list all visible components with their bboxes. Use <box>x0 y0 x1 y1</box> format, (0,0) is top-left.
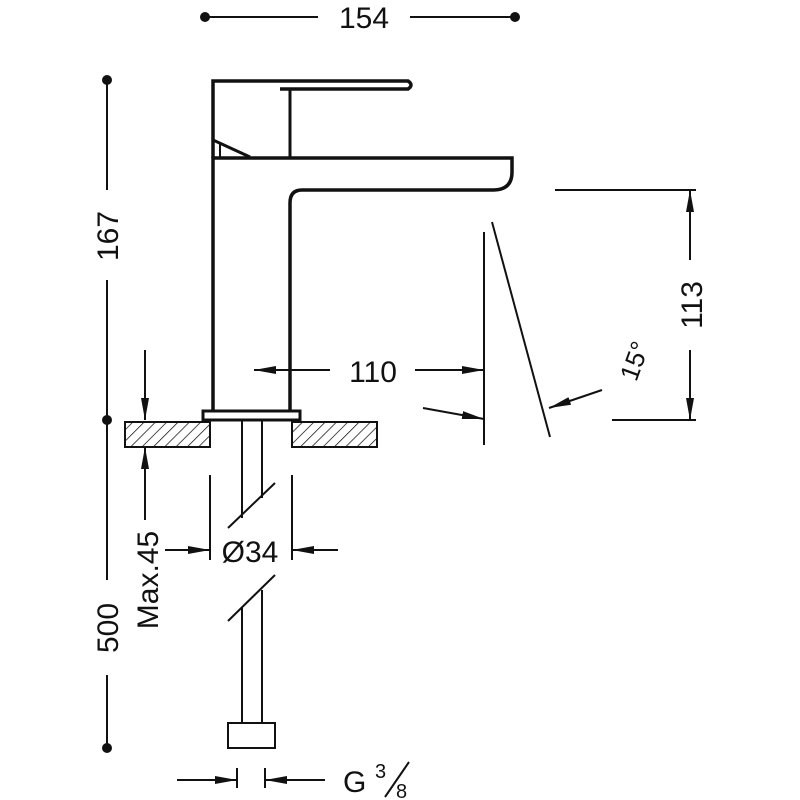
dimension-jet-angle: 15° <box>491 221 656 438</box>
diameter-label: Ø34 <box>222 536 279 569</box>
dimension-hole-diameter: Ø34 <box>165 475 338 569</box>
width-label: 154 <box>339 2 389 35</box>
countertop-right <box>291 421 378 448</box>
supply-hoses <box>227 420 276 749</box>
faucet-outline <box>201 79 514 422</box>
dimension-spout-height: 113 <box>555 189 709 421</box>
dimension-spout-reach: 110 <box>254 232 485 445</box>
hose-connector <box>227 722 276 749</box>
connection-letter: G <box>343 766 366 799</box>
dimension-width: 154 <box>200 2 520 35</box>
connection-numerator: 3 <box>375 761 386 783</box>
dimension-connection: G 3 8 <box>177 761 410 800</box>
reach-label: 110 <box>349 356 397 389</box>
cable-length-label: 500 <box>92 603 125 653</box>
height-label: 167 <box>92 211 125 261</box>
countertop-left <box>124 421 211 448</box>
dimension-counter-thickness: Max.45 <box>132 350 165 629</box>
spout-height-label: 113 <box>676 281 709 329</box>
connection-denominator: 8 <box>396 781 407 800</box>
angle-label: 15° <box>614 337 656 384</box>
max-thickness-label: Max.45 <box>132 531 165 629</box>
dimension-heights-left: 167 500 <box>92 75 125 753</box>
